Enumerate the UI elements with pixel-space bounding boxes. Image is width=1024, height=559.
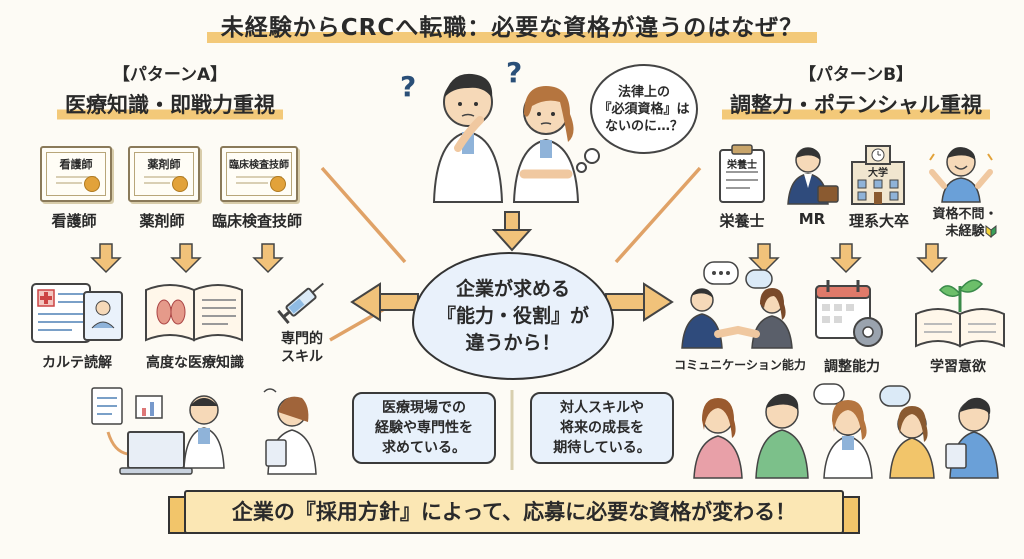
person-4 <box>889 406 935 479</box>
beginner-mark-icon <box>985 224 997 238</box>
label-learning-motivation: 学習意欲 <box>930 359 986 375</box>
syringe-icon <box>277 282 324 325</box>
label-nurse: 看護師 <box>51 212 97 230</box>
label-no-qualification: 資格不問・ 未経験 <box>932 207 998 239</box>
seal-icon <box>270 176 286 192</box>
question-mark-left: ? <box>400 70 417 103</box>
thought-dot <box>576 162 587 173</box>
label-chart-reading: カルテ読解 <box>42 355 112 371</box>
arrow-left <box>350 282 419 322</box>
university-icon <box>851 145 905 205</box>
book-sprout-icon <box>915 279 1005 348</box>
label-lab-tech: 臨床検査技師 <box>211 212 302 230</box>
pattern-a-name: 医療知識・即戦力重視 <box>57 89 283 123</box>
calendar-gear-icon <box>815 280 883 347</box>
label-science-graduate: 理系大卒 <box>848 212 909 230</box>
person-3 <box>823 400 873 479</box>
doctor-at-laptop-illustration <box>91 387 317 475</box>
confused-people-illustration <box>432 73 580 203</box>
person-5 <box>945 397 999 479</box>
seal-icon <box>84 176 100 192</box>
clipboard-icon <box>719 144 765 203</box>
pattern-b-name: 調整力・ポテンシャル重視 <box>722 89 990 123</box>
person-2 <box>755 393 809 479</box>
title-wrap: 未経験からCRCへ転職：必要な資格が違うのはなぜ？ <box>0 6 1024 48</box>
pattern-a-header: 【パターンA】 医療知識・即戦力重視 <box>50 60 290 123</box>
medical-chart-icon <box>31 283 123 343</box>
question-mark-right: ? <box>506 56 523 89</box>
person-1 <box>693 398 743 479</box>
reason-cloud: 企業が求める 『能力・役割』が 違うから！ <box>412 252 614 380</box>
label-mr: MR <box>798 210 826 228</box>
certificate-pharmacist: 薬剤師 <box>128 146 200 202</box>
badge-dietitian: 栄養士 <box>727 160 757 171</box>
beam-right-top <box>614 166 702 264</box>
mr-person-icon <box>787 147 839 205</box>
seal-icon <box>172 176 188 192</box>
pattern-b-tag: 【パターンB】 <box>798 65 914 85</box>
certificate-lab-tech: 臨床検査技師 <box>220 146 298 202</box>
beam-left-top <box>320 166 407 264</box>
certificate-nurse: 看護師 <box>40 146 112 202</box>
note-pattern-b: 対人スキルや 将来の成長を 期待している。 <box>530 392 674 464</box>
thought-bubble: 法律上の 『必須資格』は ないのに…？ <box>590 64 698 154</box>
conclusion-banner: 企業の『採用方針』によって、応募に必要な資格が変わる！ <box>184 490 844 534</box>
cheerful-person-icon <box>929 147 993 203</box>
label-coordination: 調整能力 <box>824 359 880 375</box>
medical-book-icon <box>145 284 243 342</box>
arrows-pattern-a <box>90 243 284 274</box>
pattern-b-header: 【パターンB】 調整力・ポテンシャル重視 <box>706 60 1006 123</box>
label-specialized-skill: 専門的 スキル <box>281 331 323 365</box>
pattern-a-tag: 【パターンA】 <box>112 65 228 85</box>
label-pharmacist: 薬剤師 <box>139 212 185 230</box>
page-title: 未経験からCRCへ転職：必要な資格が違うのはなぜ？ <box>206 6 818 48</box>
handshake-illustration <box>681 261 793 349</box>
badge-university: 大学 <box>868 168 888 179</box>
label-dietitian: 栄養士 <box>719 212 765 230</box>
label-communication: コミュニケーション能力 <box>674 358 806 372</box>
group-people-illustration <box>693 383 999 479</box>
note-pattern-a: 医療現場での 経験や専門性を 求めている。 <box>352 392 496 464</box>
arrow-down-center <box>491 211 533 252</box>
arrows-pattern-b <box>748 243 948 274</box>
label-advanced-medical-knowledge: 高度な医療知識 <box>146 355 244 371</box>
arrow-right <box>605 282 674 322</box>
thought-dot <box>584 148 600 164</box>
